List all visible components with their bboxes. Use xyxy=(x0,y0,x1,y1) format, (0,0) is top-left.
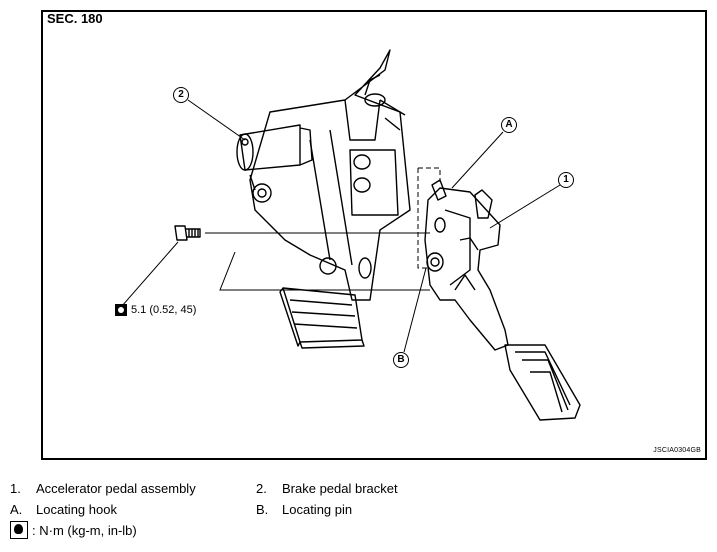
brake-pedal-bracket xyxy=(236,49,411,349)
torque-value: 5.1 (0.52, 45) xyxy=(131,304,197,316)
callout-a: A xyxy=(501,117,517,133)
legend-item-a: A. Locating hook xyxy=(10,502,117,517)
legend-label: Locating pin xyxy=(282,502,353,517)
callout-b: B xyxy=(393,352,409,368)
legend-number: 1. xyxy=(10,481,21,496)
torque-spec: 5.1 (0.52, 45) xyxy=(115,304,196,316)
accelerator-pedal-assembly xyxy=(424,179,581,421)
unit-label: : N·m (kg-m, in-lb) xyxy=(32,522,137,538)
callout-2: 2 xyxy=(173,87,189,103)
legend-letter: A. xyxy=(10,502,23,517)
torque-wrench-icon xyxy=(10,521,28,539)
torque-unit-legend: : N·m (kg-m, in-lb) xyxy=(10,521,137,539)
legend-item-1: 1. Accelerator pedal assembly xyxy=(10,481,196,496)
torque-wrench-icon xyxy=(115,304,127,316)
legend-item-b: B. Locating pin xyxy=(256,502,352,517)
figure-code: JSCIA0304GB xyxy=(653,447,701,454)
mounting-bolt xyxy=(174,225,201,241)
legend-label: Accelerator pedal assembly xyxy=(36,481,196,496)
diagram-frame xyxy=(41,10,707,460)
legend-item-2: 2. Brake pedal bracket xyxy=(256,481,398,496)
legend-label: Brake pedal bracket xyxy=(282,481,398,496)
callout-1: 1 xyxy=(558,172,574,188)
section-label: SEC. 180 xyxy=(47,11,103,26)
legend-label: Locating hook xyxy=(36,502,117,517)
legend-letter: B. xyxy=(256,502,269,517)
legend-number: 2. xyxy=(256,481,267,496)
